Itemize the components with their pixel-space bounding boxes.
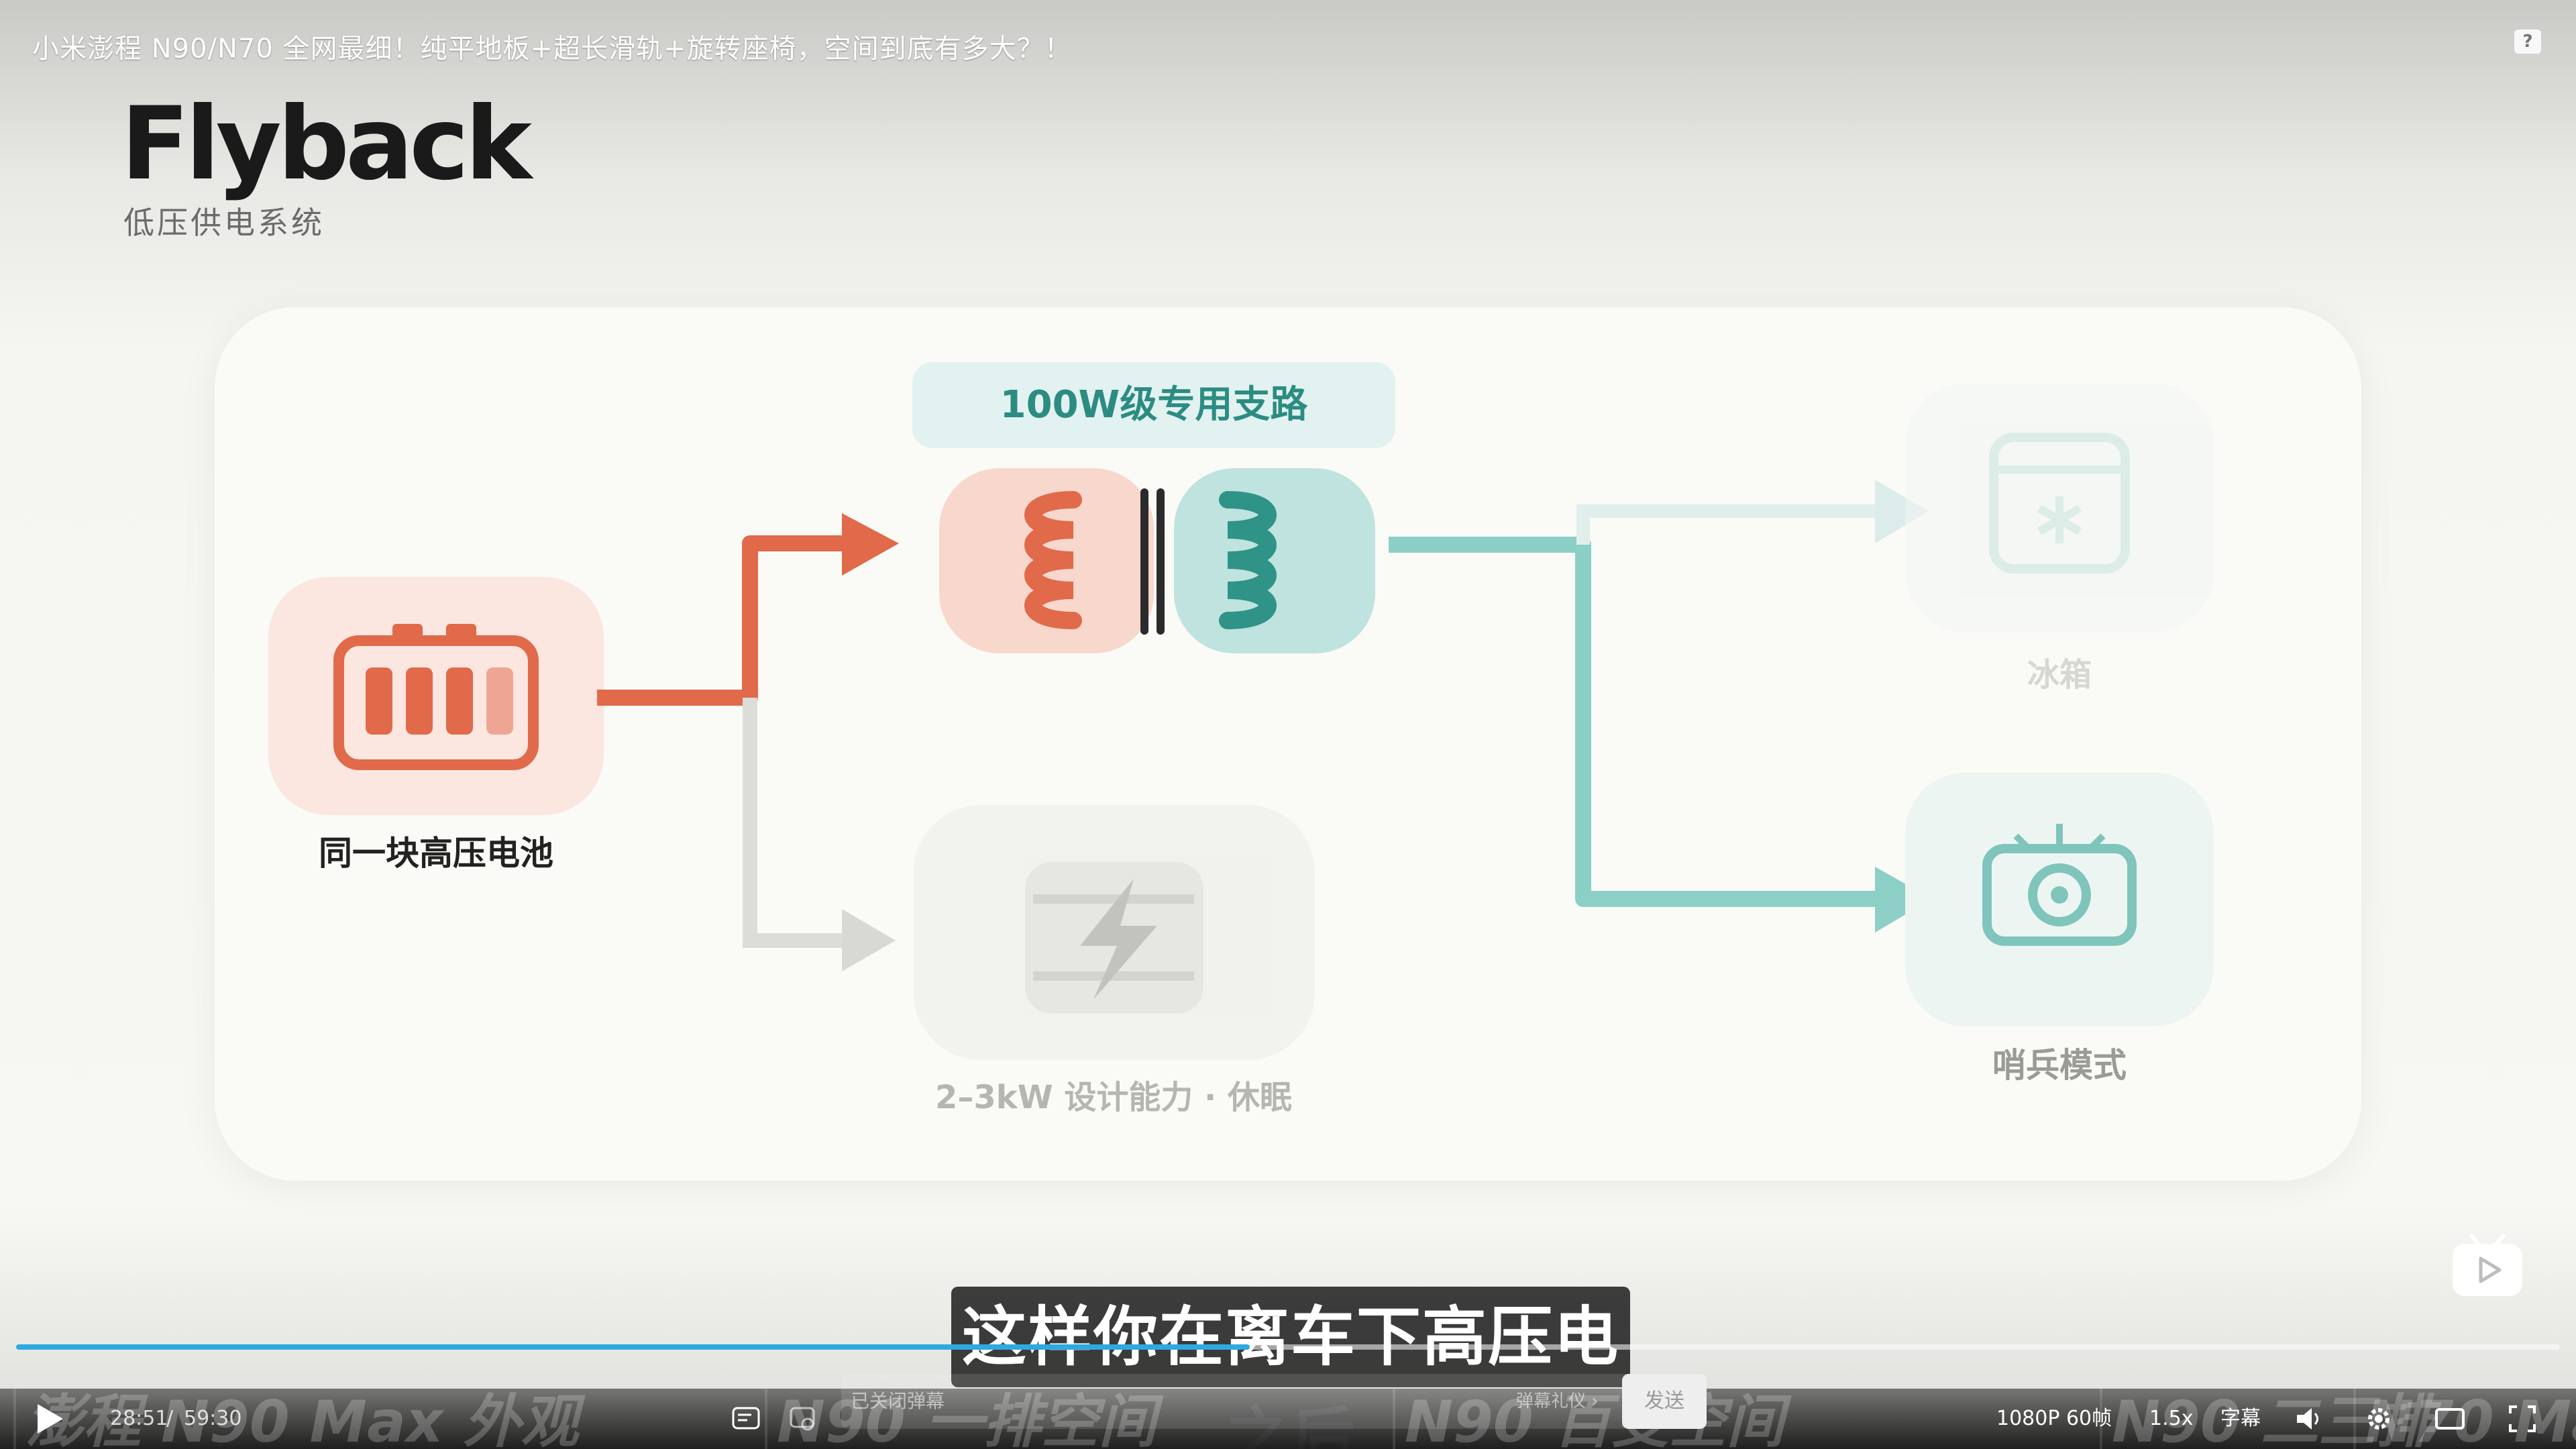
video-title: 小米澎程 N90/N70 全网最细！纯平地板+超长滑轨+旋转座椅，空间到底有多大… — [32, 34, 1072, 64]
chapter-thumb[interactable]: N70 Max — [2353, 1389, 2576, 1449]
fridge-icon — [1905, 384, 2214, 632]
fullscreen-icon — [2509, 1405, 2536, 1432]
slide-brand-subtitle: 低压供电系统 — [123, 205, 325, 241]
progress-bar[interactable] — [16, 1344, 2560, 1350]
danmaku-placeholder: 已关闭弹幕 — [851, 1390, 945, 1412]
current-time: 28:51 — [110, 1407, 168, 1430]
transformer-icon — [939, 468, 1375, 653]
danmaku-etiquette-link[interactable]: 弹幕礼仪 › — [1516, 1391, 1599, 1411]
bilibili-tv-icon[interactable] — [2450, 1232, 2525, 1299]
output-flow-arrow — [1389, 480, 1932, 932]
subtitle-button[interactable]: 字幕 — [2220, 1407, 2261, 1430]
volume-icon — [2297, 1408, 2318, 1430]
total-time: 59:30 — [184, 1407, 242, 1430]
slide-brand: Flyback — [121, 86, 532, 203]
wide-mode-button[interactable] — [2430, 1389, 2470, 1449]
chapter-thumbnails: 澎程 N90 Max 外观 N90 一排空间 N90 百变空间 N90 二三排 … — [0, 1389, 2576, 1449]
settings-button[interactable] — [2359, 1389, 2399, 1449]
danmaku-input[interactable]: 已关闭弹幕 弹幕礼仪 › — [841, 1374, 1707, 1429]
danmaku-icon — [732, 1407, 760, 1430]
primary-flow-arrow — [597, 513, 899, 706]
help-icon[interactable]: ? — [2514, 30, 2541, 54]
subtitle-caption: 这样你在离车下高压电之后 — [951, 1287, 1630, 1449]
battery-label: 同一块高压电池 — [319, 834, 553, 873]
gear-icon — [2368, 1408, 2390, 1430]
control-bar — [0, 1389, 2576, 1449]
chapter-thumb[interactable]: N90 一排空间 — [765, 1389, 1157, 1449]
danmaku-settings-button[interactable] — [784, 1389, 821, 1449]
speed-selector[interactable]: 1.5x — [2149, 1407, 2194, 1430]
battery-icon — [268, 577, 604, 815]
sentry-label: 哨兵模式 — [1992, 1046, 2127, 1085]
play-button[interactable] — [30, 1389, 70, 1449]
time-separator: / — [166, 1407, 174, 1430]
widescreen-icon — [2435, 1408, 2465, 1430]
danmaku-toggle-button[interactable] — [727, 1389, 765, 1449]
chapter-thumb[interactable]: N90 百变空间 — [1393, 1389, 1784, 1449]
send-button[interactable]: 发送 — [1622, 1374, 1707, 1429]
dcdc-icon — [914, 805, 1315, 1060]
camera-icon — [1905, 773, 2214, 1026]
branch-chip: 100W级专用支路 — [912, 362, 1395, 448]
quality-selector[interactable]: 1080P 60帧 — [1996, 1407, 2112, 1430]
danmaku-settings-icon — [790, 1407, 815, 1431]
fridge-label: 冰箱 — [2027, 656, 2092, 694]
volume-button[interactable] — [2289, 1389, 2329, 1449]
fullscreen-button[interactable] — [2502, 1389, 2542, 1449]
inactive-flow-arrow — [743, 698, 896, 971]
chapter-thumb[interactable]: 澎程 N90 Max 外观 — [13, 1389, 579, 1449]
progress-fill — [16, 1344, 1250, 1350]
dcdc-label: 2–3kW 设计能力 · 休眠 — [934, 1079, 1293, 1116]
play-icon — [38, 1404, 63, 1434]
